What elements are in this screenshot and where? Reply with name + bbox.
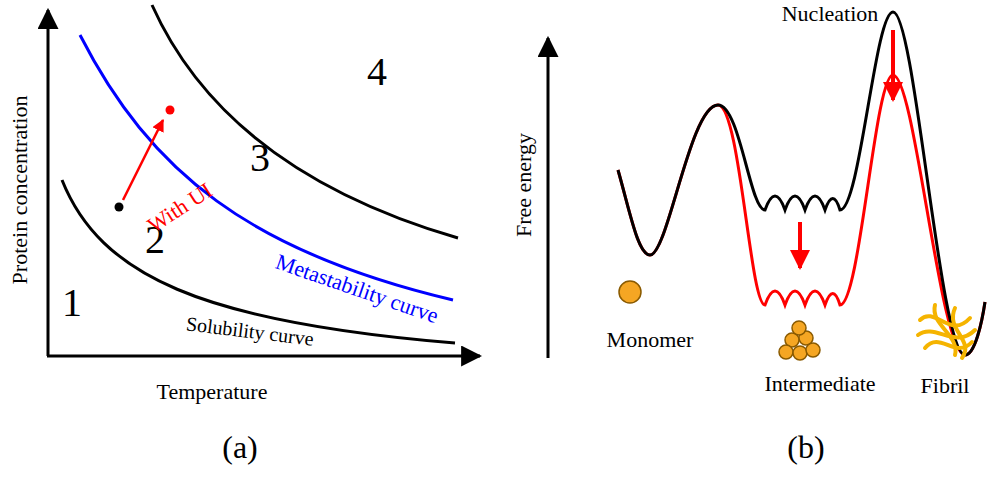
lowering-arrow — [798, 222, 802, 268]
energy-curve-with-ui — [618, 75, 985, 355]
panel-label: (a) — [222, 431, 258, 463]
fibril-icon — [918, 305, 975, 358]
energy-curve — [618, 12, 985, 355]
metastability-curve — [80, 35, 453, 300]
state-label: Fibril — [921, 375, 970, 397]
axis-title: Free energy — [513, 133, 535, 237]
state-label: Intermediate — [764, 373, 875, 395]
panel-label: (b) — [787, 431, 824, 463]
y-axis — [547, 38, 550, 358]
region-number: 4 — [367, 52, 387, 92]
axis-title: Temperature — [157, 381, 268, 403]
annotation: With UI — [144, 179, 216, 237]
state-label: Nucleation — [782, 3, 879, 25]
intermediate-icon — [779, 321, 820, 360]
region-number: 1 — [62, 283, 82, 323]
ui-arrow — [123, 120, 163, 200]
state-label: Monomer — [607, 329, 694, 351]
axis-title: Protein concentration — [9, 96, 31, 285]
x-axis — [47, 355, 480, 358]
start-point — [115, 203, 124, 212]
solubility-curve — [62, 180, 455, 343]
curve-label: Solubility curve — [185, 313, 315, 348]
y-axis — [47, 10, 50, 356]
region-number: 3 — [250, 138, 270, 178]
end-point — [166, 106, 175, 115]
monomer-icon — [619, 281, 641, 303]
lowering-arrow — [891, 30, 895, 100]
